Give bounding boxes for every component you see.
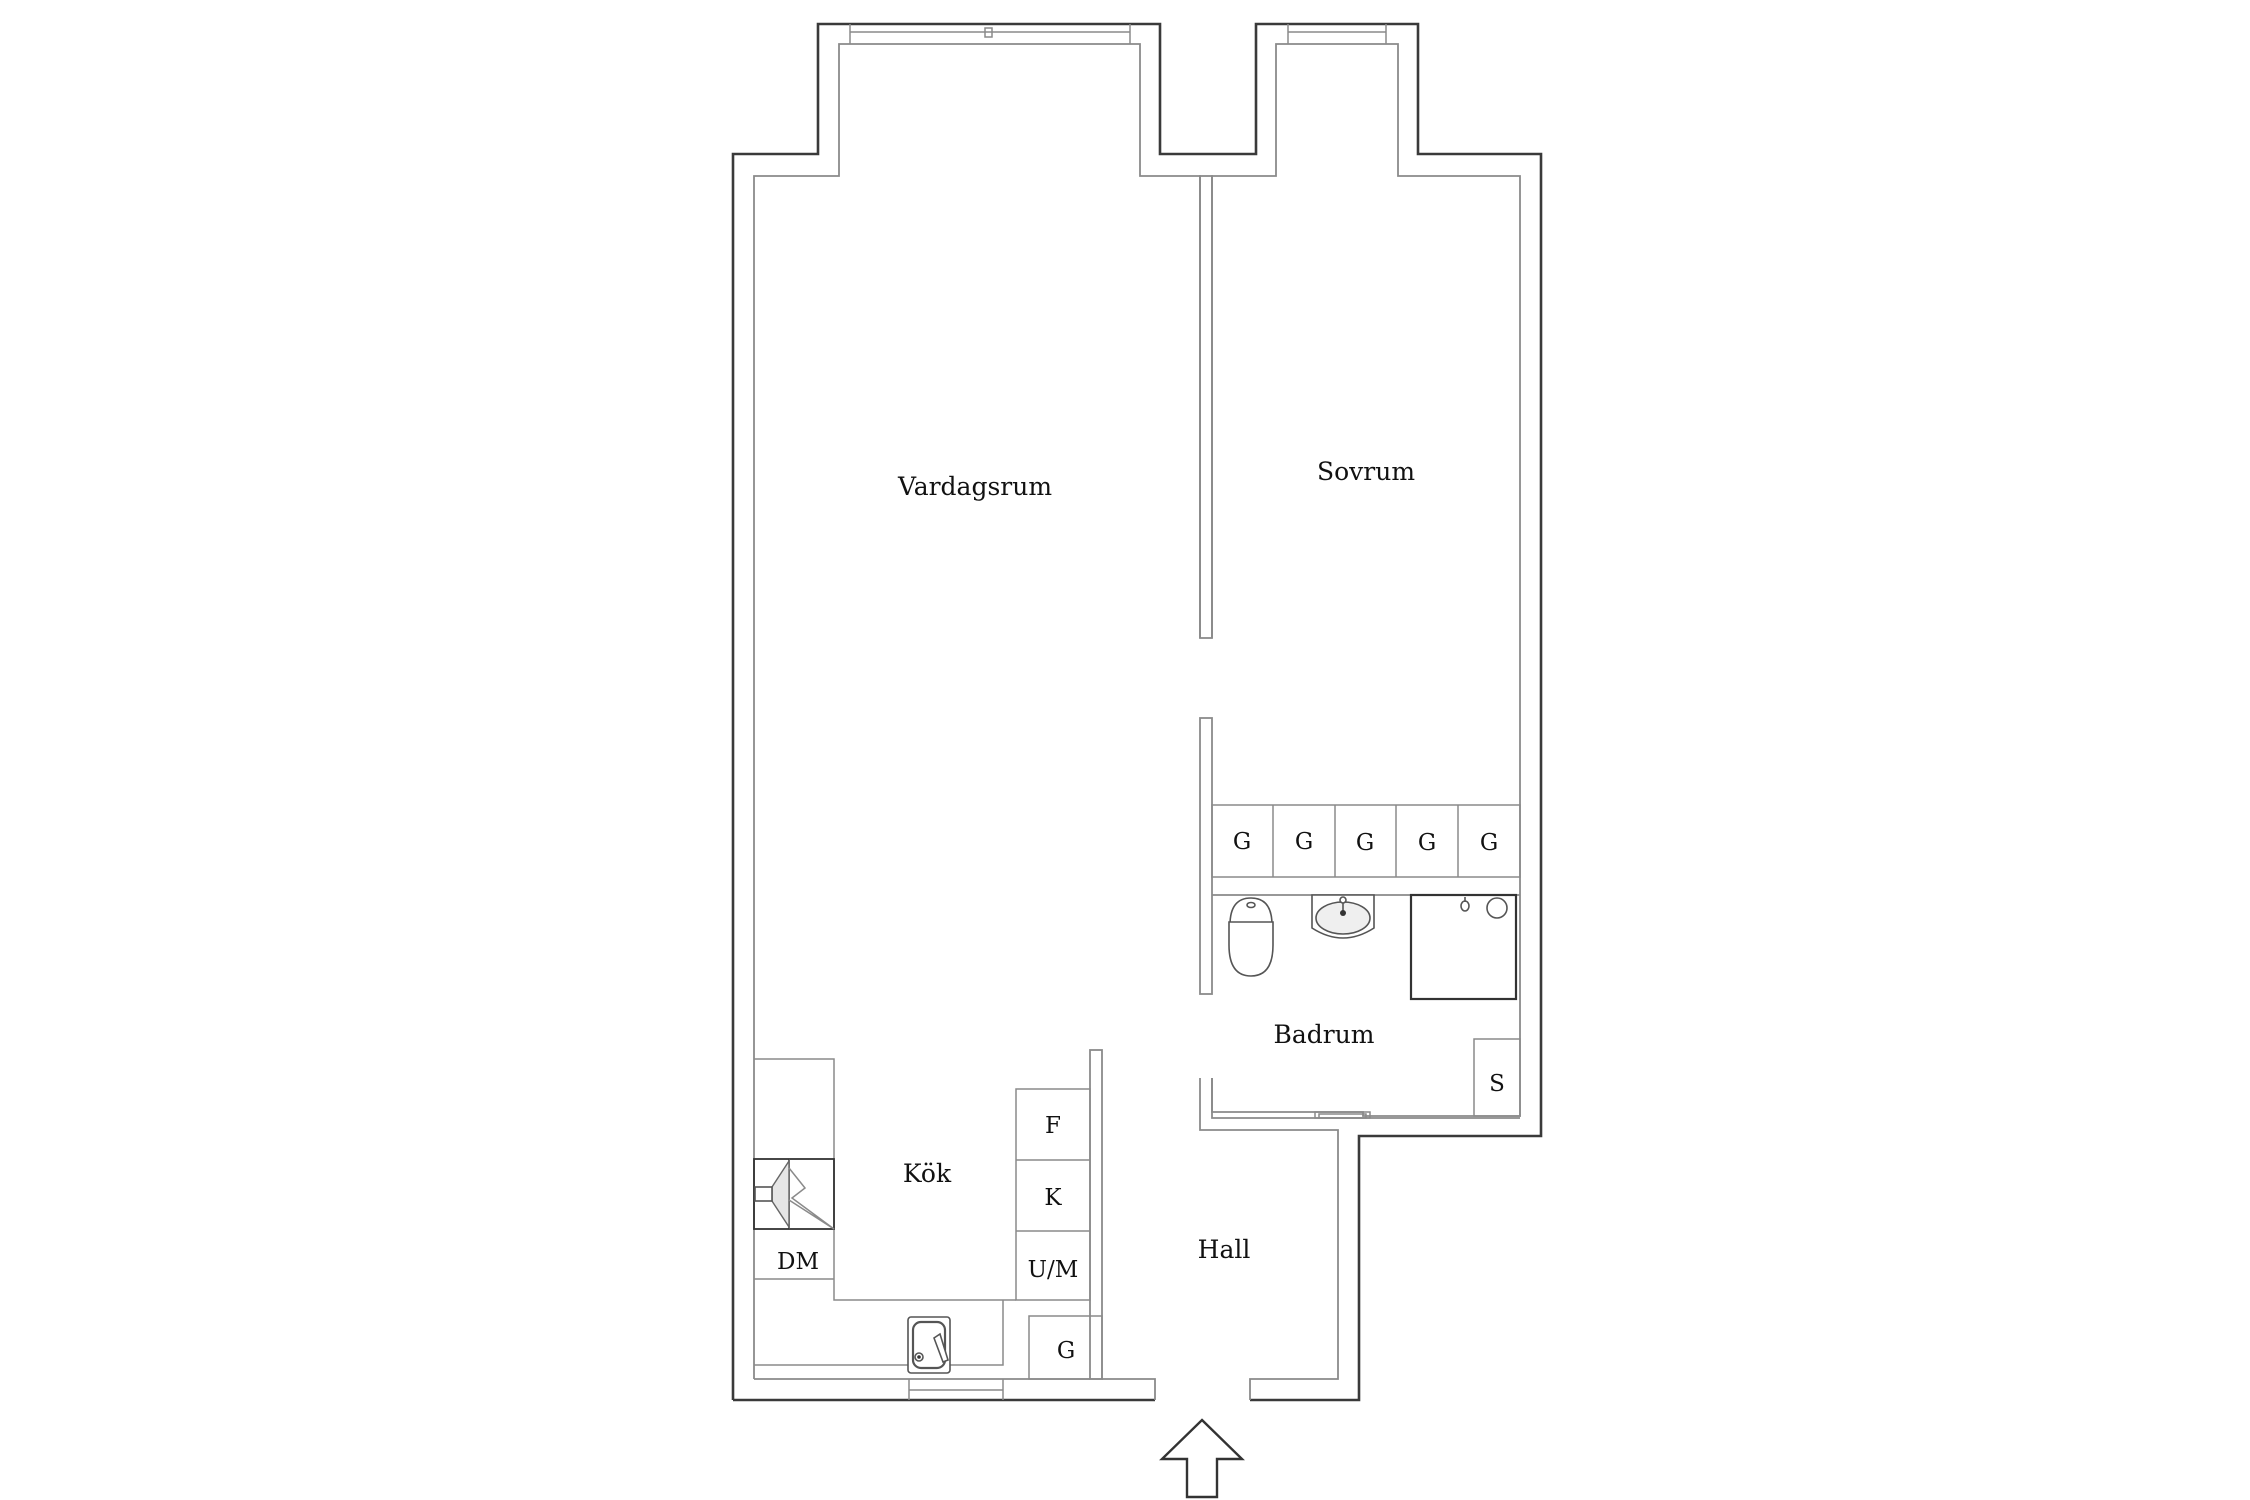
hall-wardrobe [1028,1315,1103,1380]
wardrobe-label-5: G [1480,830,1498,856]
appliance-column [1015,1088,1091,1301]
washbasin-icon [1311,894,1375,939]
room-label-vardagsrum: Vardagsrum [897,472,1052,501]
hall-wardrobe-label: G [1057,1338,1075,1364]
wardrobe-label-4: G [1418,830,1436,856]
fridge-label: F [1045,1113,1061,1139]
room-label-sovrum: Sovrum [1317,457,1415,486]
interior-wall-lines [753,24,1521,1400]
dishwasher-label: DM [777,1249,819,1275]
wardrobe-label-2: G [1295,829,1313,855]
entrance-arrow-icon [1159,1418,1245,1499]
freezer-label: K [1044,1185,1062,1211]
stove-icon [753,1158,835,1230]
bathroom-cabinet-label: S [1489,1071,1505,1097]
wardrobe-label-3: G [1356,830,1374,856]
exterior-wall [731,22,1543,1402]
kitchen-sink-icon [907,1316,951,1374]
room-label-hall: Hall [1198,1235,1251,1264]
room-label-badrum: Badrum [1273,1020,1374,1049]
shower-icon [1409,893,1518,1001]
room-label-kok: Kök [903,1159,952,1188]
wardrobe-label-1: G [1233,829,1251,855]
kitchen-counters [753,1058,1016,1366]
bedroom-wardrobes [1211,804,1521,878]
oven-microwave-label: U/M [1028,1257,1079,1283]
bathroom-cabinet [1473,1038,1521,1117]
toilet-icon [1228,897,1274,977]
